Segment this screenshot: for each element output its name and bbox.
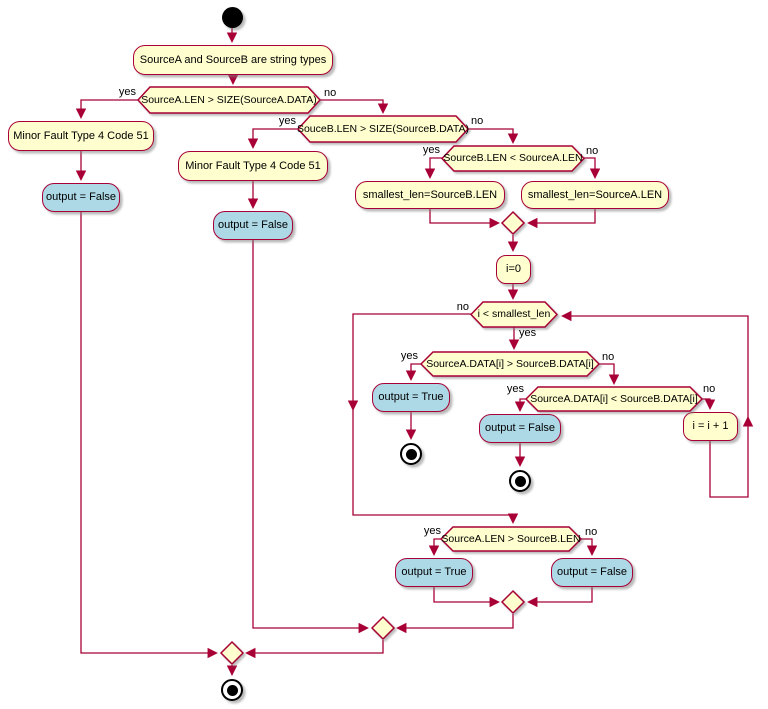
decision-shape [439,526,583,552]
action-output-true-len: output = True [395,558,473,587]
edge-dec5-yes [514,398,526,412]
branch-label-no: no [324,87,337,99]
action-output-false-len: output = False [551,558,633,587]
branch-label-no: no [456,301,469,313]
decision-label: SourceA.LEN > SourceB.LEN [441,532,581,545]
diamond-shape [219,640,245,666]
edge-loop-no [352,313,519,524]
edge-dec5-no [702,398,716,410]
edge-smallestb-merge1 [429,209,500,229]
merge-diamond-smallest [500,210,526,236]
edge-dec2-yes [247,128,298,149]
action-smallest-len-b: smallest_len=SourceB.LEN [355,181,505,209]
diamond-shape [500,589,526,615]
action-smallest-len-a: smallest_len=SourceA.LEN [521,181,669,209]
end-node-final [221,679,243,701]
branch-label-yes: yes [278,115,296,127]
action-intro: SourceA and SourceB are string types [133,45,333,75]
decision-shape [136,86,322,114]
decision-a-lt-b: SourceA.DATA[i] < SourceB.DATA[i] [524,386,704,412]
decision-shape [524,386,704,412]
decision-a-gt-b: SourceA.DATA[i] > SourceB.DATA[i] [419,351,601,377]
action-output-false-cmp: output = False [479,414,561,443]
end-node-dot [405,448,417,460]
decision-label: SourceA.DATA[i] > SourceB.DATA[i] [426,357,594,370]
edge-dec1-no [320,99,389,114]
branch-label-no: no [703,383,716,395]
edge-dec1-yes [75,99,138,119]
branch-label-yes: yes [422,144,440,156]
edge-outfalseb-merge3 [252,240,369,634]
decision-label: SourceB.LEN < SourceA.LEN [443,152,583,165]
decision-len-final: SourceA.LEN > SourceB.LEN [439,526,583,552]
start-node [222,7,243,28]
action-increment-i: i = i + 1 [683,412,738,441]
action-output-true-cmp: output = True [372,383,450,412]
end-node-true-cmp [400,443,422,465]
branch-label-yes: yes [118,86,136,98]
decision-loop: i < smallest_len [469,301,559,328]
decision-shape [469,301,559,328]
edge-dec3-no [584,157,601,179]
edge-dec4-no [599,363,620,385]
branch-label-no: no [586,145,599,157]
edge-dec3-yes [424,157,442,179]
end-node-false-cmp [509,470,531,492]
edge-outtrue2-merge2 [433,587,500,608]
decision-label: SouceB.LEN > SIZE(SourceB.DATA) [296,122,470,135]
decision-sourcea-size: SourceA.LEN > SIZE(SourceA.DATA) [136,86,322,114]
branch-label-no: no [602,351,615,363]
decision-shape [296,115,470,143]
diamond-shape [500,210,526,236]
branch-label-yes: yes [400,350,418,362]
edge-increment-loopback [561,310,749,498]
decision-label: i < smallest_len [477,308,551,321]
action-output-false-b: output = False [213,211,293,240]
merge-diamond-final [219,640,245,666]
decision-shape [440,145,586,172]
decision-b-lt-a: SourceB.LEN < SourceA.LEN [440,145,586,172]
diamond-shape [370,615,396,641]
edge-merge2-merge3 [396,614,514,634]
end-node-dot [226,684,238,696]
merge-diamond-mid [370,615,396,641]
branch-label-yes: yes [519,327,537,339]
branch-label-yes: yes [423,525,441,537]
decision-label: SourceA.DATA[i] < SourceB.DATA[i] [530,392,698,405]
branch-label-no: no [471,115,484,127]
edge-dec6-no [581,538,598,556]
action-minor-fault-a: Minor Fault Type 4 Code 51 [8,121,154,151]
edge-dec6-yes [428,538,441,556]
merge-diamond-len [500,589,526,615]
decision-shape [419,351,601,377]
branch-label-yes: yes [506,383,524,395]
action-output-false-a: output = False [42,183,120,212]
decision-sourceb-size: SouceB.LEN > SIZE(SourceB.DATA) [296,115,470,143]
action-init-i: i=0 [496,255,531,284]
action-minor-fault-b: Minor Fault Type 4 Code 51 [178,151,328,181]
edge-merge3-merge4 [245,640,384,659]
end-node-dot [514,475,526,487]
edge-smallesta-merge1 [527,209,596,229]
decision-label: SourceA.LEN > SIZE(SourceA.DATA) [141,93,317,106]
edge-outfalse2-merge2 [527,587,593,608]
edge-dec4-yes [405,363,421,381]
branch-label-no: no [585,526,598,538]
edge-dec2-no [468,128,519,144]
edge-outfalsea-merge4 [80,212,218,659]
